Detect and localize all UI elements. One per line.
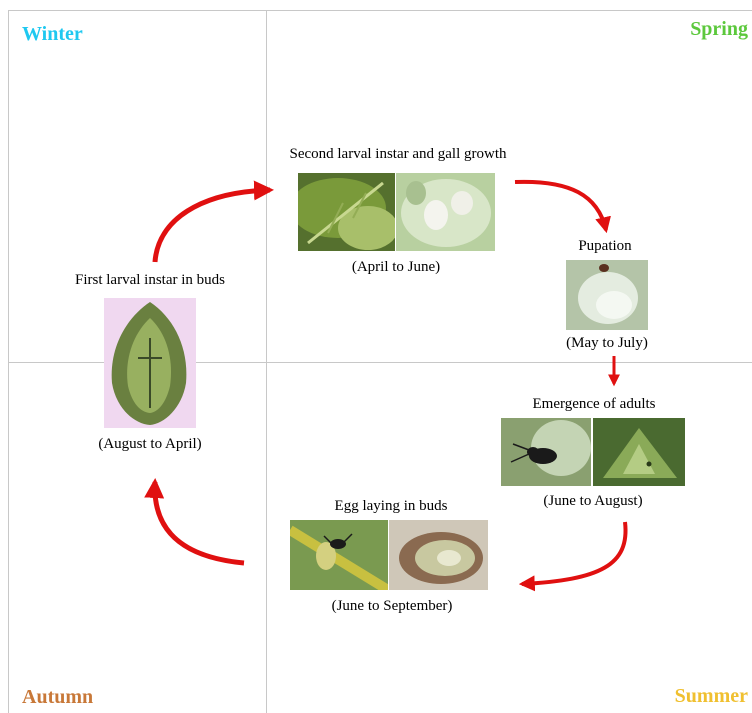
photo-pupa [566,260,648,330]
photo-open-gall [593,418,685,486]
stage-pupation-title: Pupation [578,238,631,255]
stage-first-instar-period: (August to April) [98,436,201,453]
photo-bud-section [104,298,196,428]
stage-emergence-title: Emergence of adults [532,396,655,413]
stage-second-instar-period: (April to June) [352,259,440,276]
photo-adult-wasp [501,418,591,486]
arrow-emergence-to-egg [522,522,626,584]
stage-emergence-period: (June to August) [543,493,642,510]
photo-bud-with-egg [389,520,488,590]
arrow-winter-to-spring [155,190,270,262]
photo-larvae-in-gall [396,173,495,251]
stage-egg-laying-period: (June to September) [332,598,453,615]
photo-oviposition [290,520,388,590]
photo-leaf-gall [298,173,395,251]
stage-egg-laying-title: Egg laying in buds [335,498,448,515]
arrow-autumn-to-winter [155,482,244,563]
stage-pupation-period: (May to July) [566,335,648,352]
stage-second-instar-title: Second larval instar and gall growth [289,146,506,163]
stage-first-instar-title: First larval instar in buds [75,272,225,289]
arrow-gall-to-pupation [515,182,606,230]
